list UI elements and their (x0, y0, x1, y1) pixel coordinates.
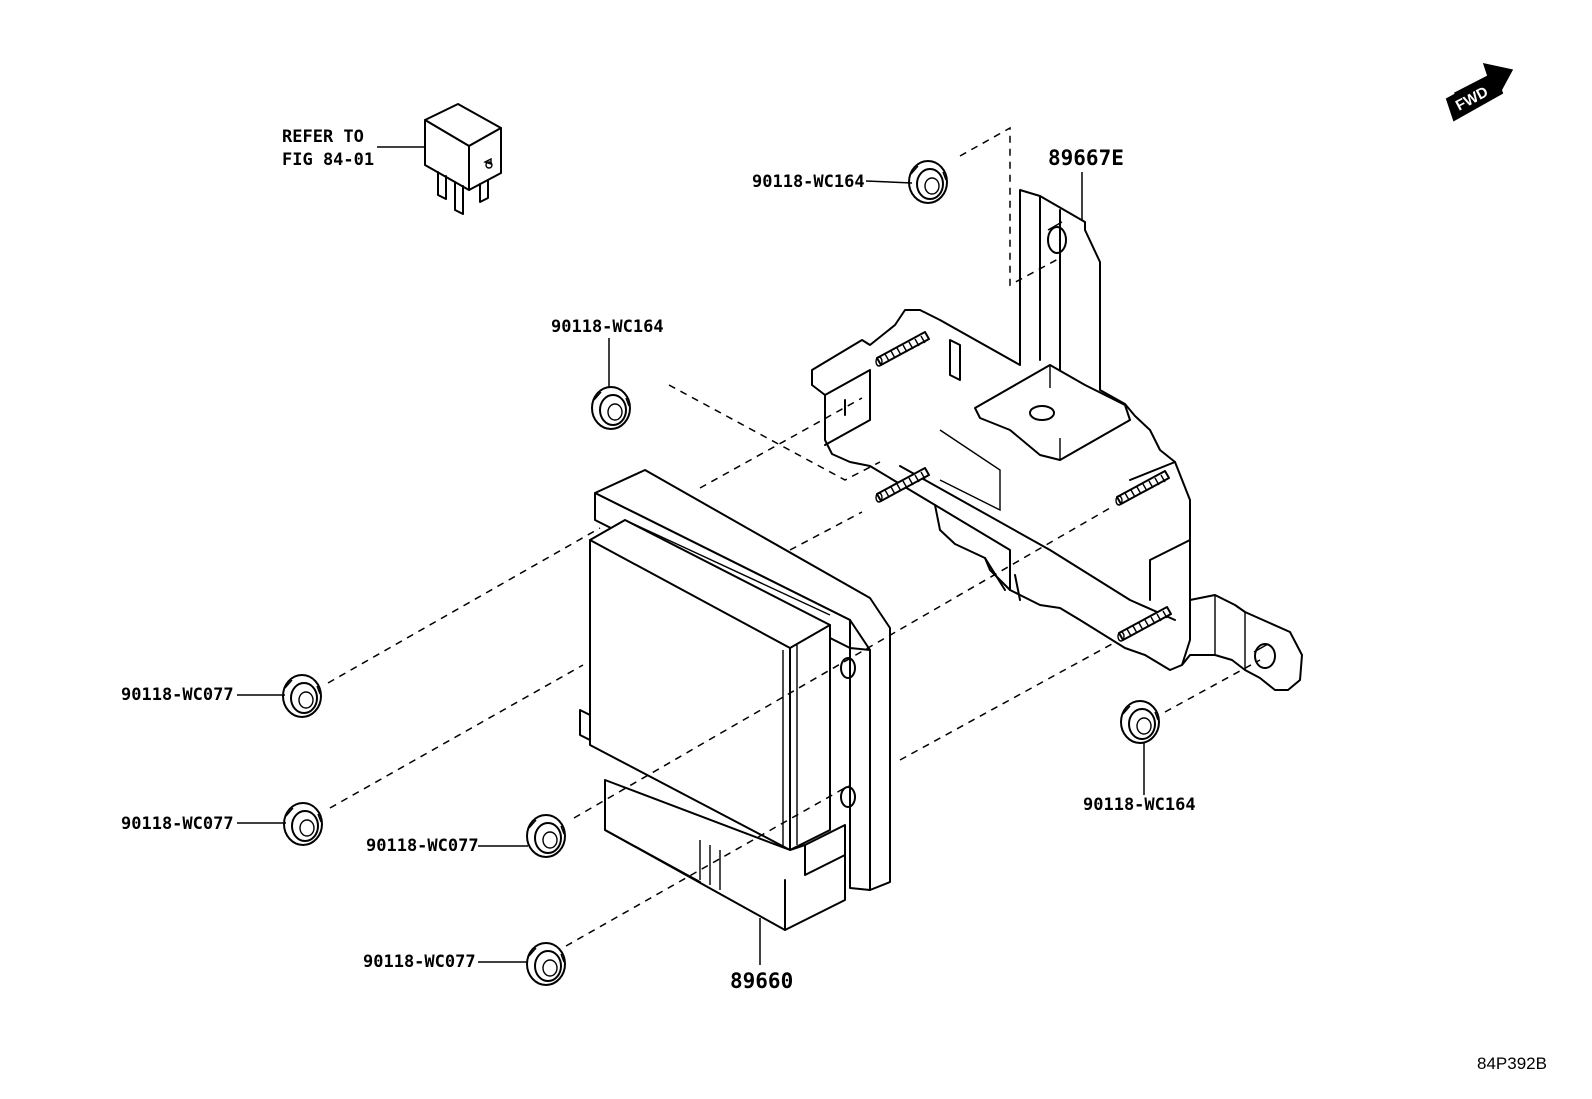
label-nut-bottom: 90118-WC077 (363, 952, 476, 972)
relay-icon (424, 103, 502, 215)
label-nut-mid: 90118-WC164 (551, 317, 664, 337)
label-nut-right: 90118-WC164 (1083, 795, 1196, 815)
illustration-code: 84P392B (1477, 1054, 1547, 1073)
label-ecu: 89660 (730, 969, 793, 993)
ecu-89660 (579, 469, 891, 931)
label-bracket: 89667E (1048, 146, 1124, 170)
bracket-89667E (811, 189, 1303, 691)
refer-to-line2: FIG 84-01 (282, 150, 374, 170)
label-nut-top: 90118-WC164 (752, 172, 865, 192)
assembly-lines (327, 126, 1261, 947)
leader-lines (237, 172, 1145, 965)
label-nut-center: 90118-WC077 (366, 836, 479, 856)
forward-arrow-icon: FWD (1445, 62, 1514, 122)
label-nut-left-upper: 90118-WC077 (121, 685, 234, 705)
refer-to-line1: REFER TO (282, 127, 364, 147)
label-nut-left-lower: 90118-WC077 (121, 814, 234, 834)
